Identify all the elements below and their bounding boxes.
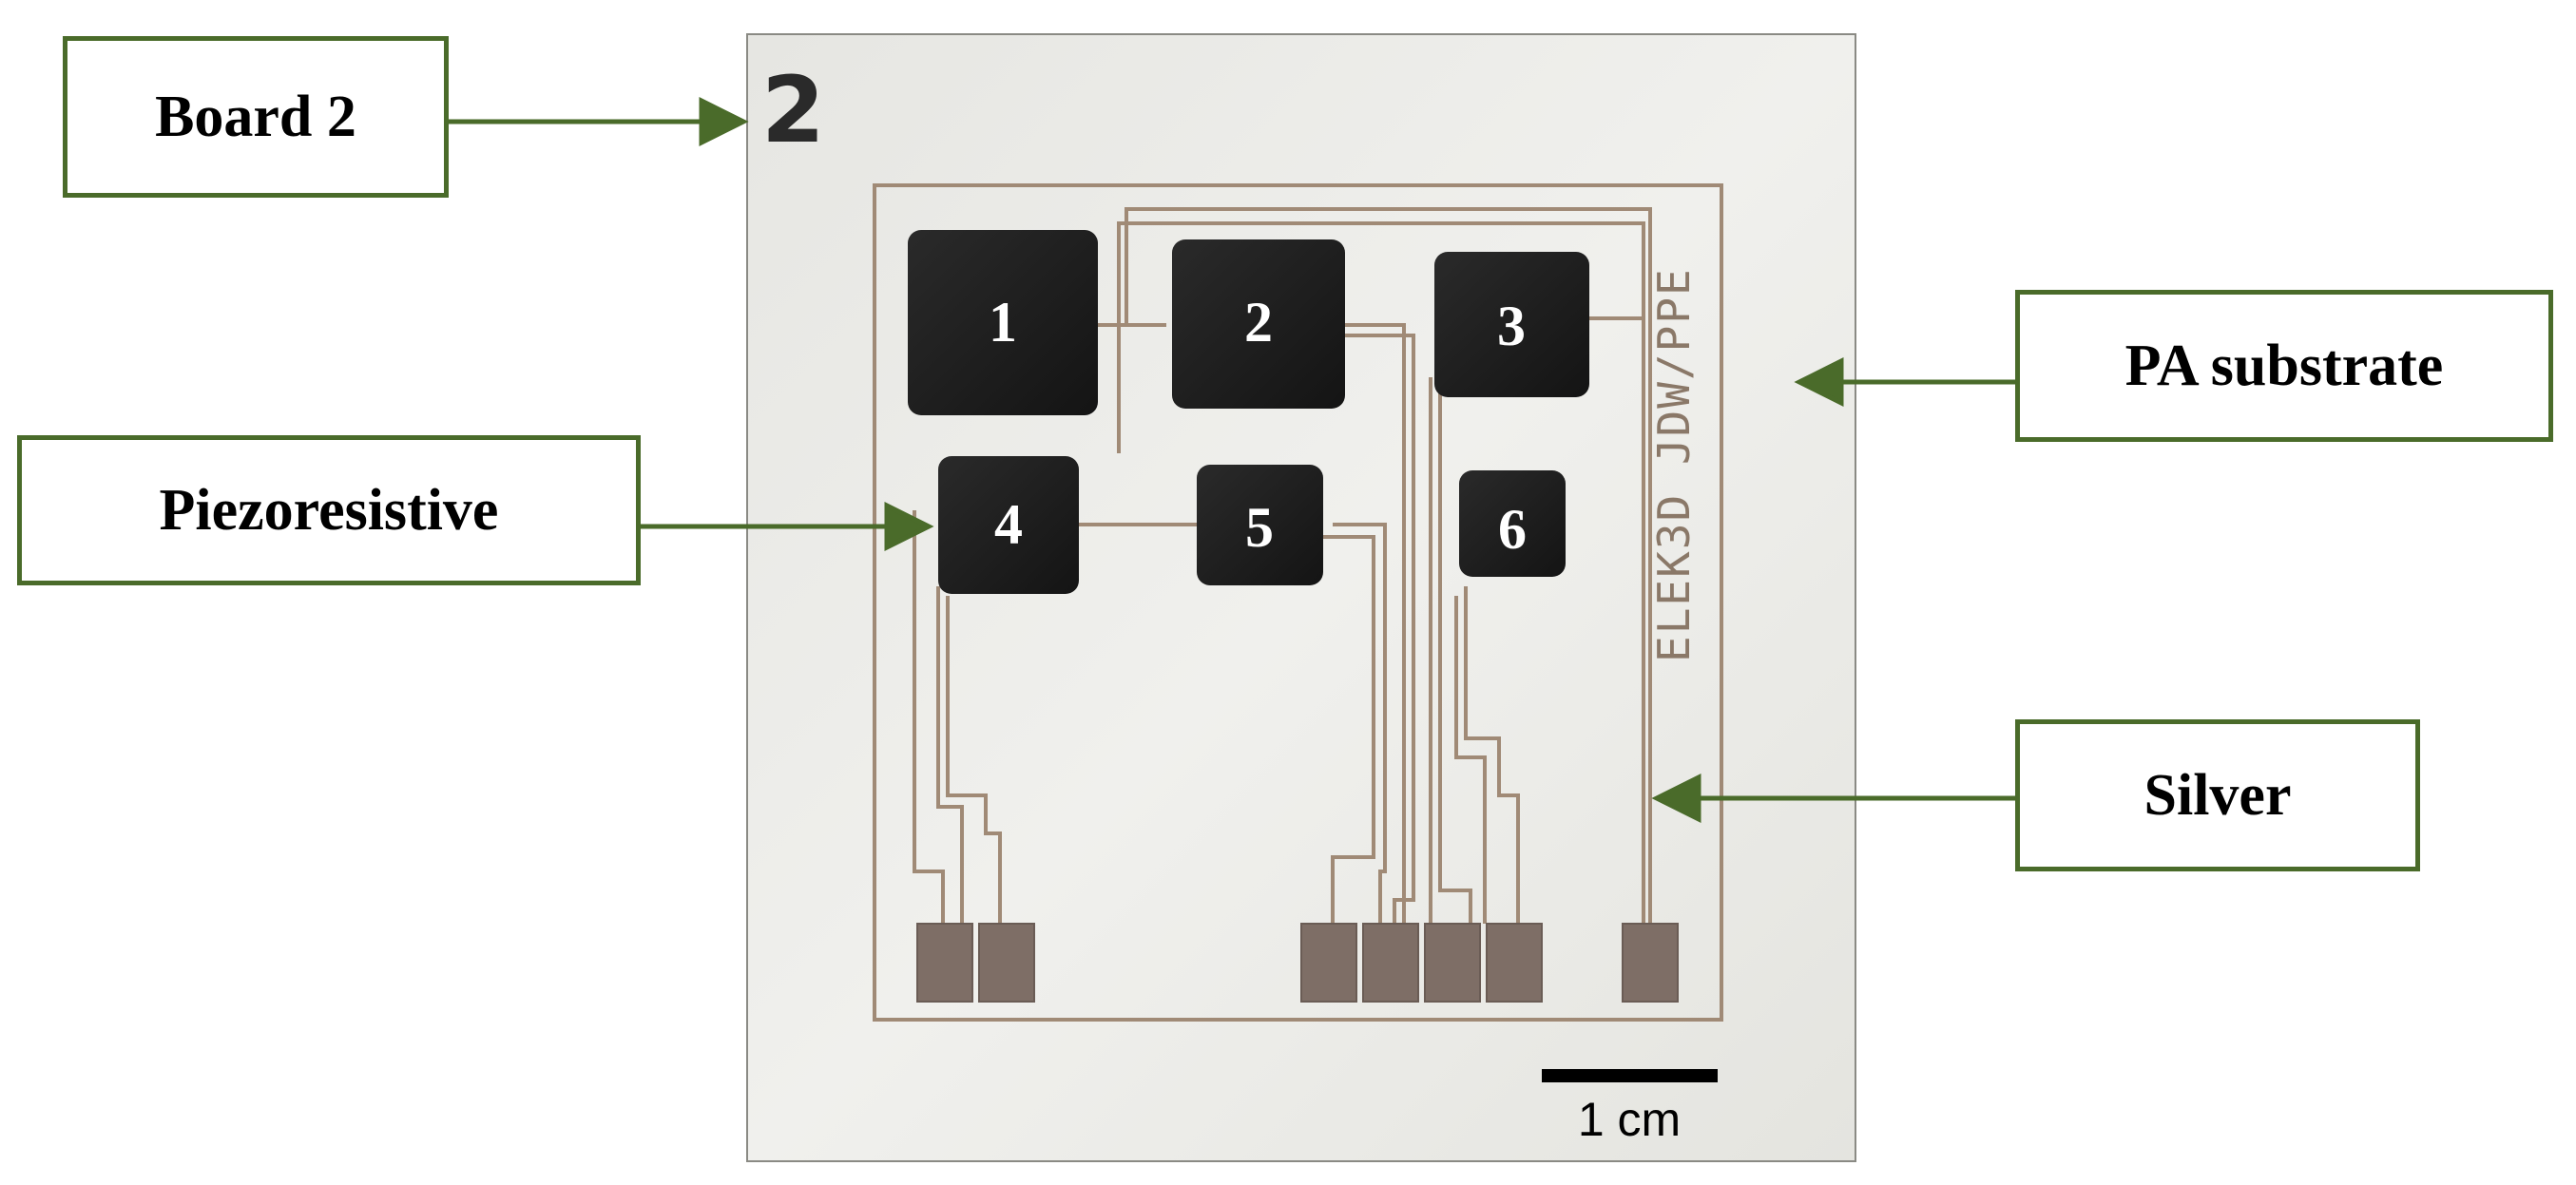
trace-2b: [1345, 334, 1415, 924]
trace-4c: [913, 510, 945, 924]
trace-b: [1117, 221, 1645, 924]
silver-callout: Silver: [2015, 719, 2420, 871]
silver-traces: [873, 183, 1723, 1022]
board-photo: 2: [746, 33, 1856, 1162]
trace-5b: [1333, 523, 1387, 924]
sensor-pad-1-label: 1: [989, 291, 1017, 354]
pa-substrate-callout: PA substrate: [2015, 290, 2553, 442]
sensor-pad-5: [1197, 465, 1323, 585]
silver-callout-label: Silver: [2143, 762, 2292, 828]
board-illustration: 2: [748, 35, 1855, 1160]
piezoresistive-callout: Piezoresistive: [17, 435, 641, 585]
board-number: 2: [761, 57, 825, 163]
trace-5-down: [1323, 535, 1375, 924]
trace-a: [1125, 207, 1652, 965]
sensor-pad-3-label: 3: [1497, 295, 1526, 357]
pa-substrate-callout-label: PA substrate: [2124, 333, 2444, 398]
sensor-pad-3: [1434, 252, 1589, 397]
sensor-pad-1: [908, 230, 1098, 415]
board-print-text: ELEK3D JDW/PPE: [1648, 267, 1700, 662]
sensor-pad-6-label: 6: [1498, 498, 1527, 561]
board-2-callout: Board 2: [63, 36, 449, 198]
scale-bar-label: 1 cm: [1578, 1093, 1681, 1146]
contact-2: [978, 923, 1035, 1003]
contact-4: [1362, 923, 1419, 1003]
trace-4b: [946, 596, 1002, 924]
sensor-pad-4-label: 4: [994, 493, 1023, 556]
contact-3: [1300, 923, 1357, 1003]
contact-6: [1486, 923, 1543, 1003]
trace-6-down: [1464, 586, 1520, 924]
trace-6b: [1454, 596, 1487, 924]
piezoresistive-callout-label: Piezoresistive: [159, 477, 499, 543]
silver-contacts: [916, 923, 1679, 1003]
sensor-pad-4: [938, 456, 1079, 594]
piezoresistive-pads: 1 2 3 4 5 6: [908, 230, 1589, 594]
sensor-pad-5-label: 5: [1245, 496, 1274, 559]
trace-4a: [936, 586, 964, 924]
board-2-callout-label: Board 2: [155, 84, 356, 149]
sensor-pad-2-label: 2: [1244, 291, 1273, 354]
sensor-pad-2: [1172, 239, 1345, 409]
trace-3b: [1438, 387, 1472, 924]
trace-2-down: [1345, 323, 1406, 957]
silver-frame: [873, 183, 1723, 1022]
sensor-pad-6: [1459, 470, 1566, 577]
scale-bar: [1542, 1069, 1718, 1082]
contact-7: [1622, 923, 1679, 1003]
contact-1: [916, 923, 973, 1003]
contact-5: [1424, 923, 1481, 1003]
board-arrow-head: [699, 96, 749, 147]
